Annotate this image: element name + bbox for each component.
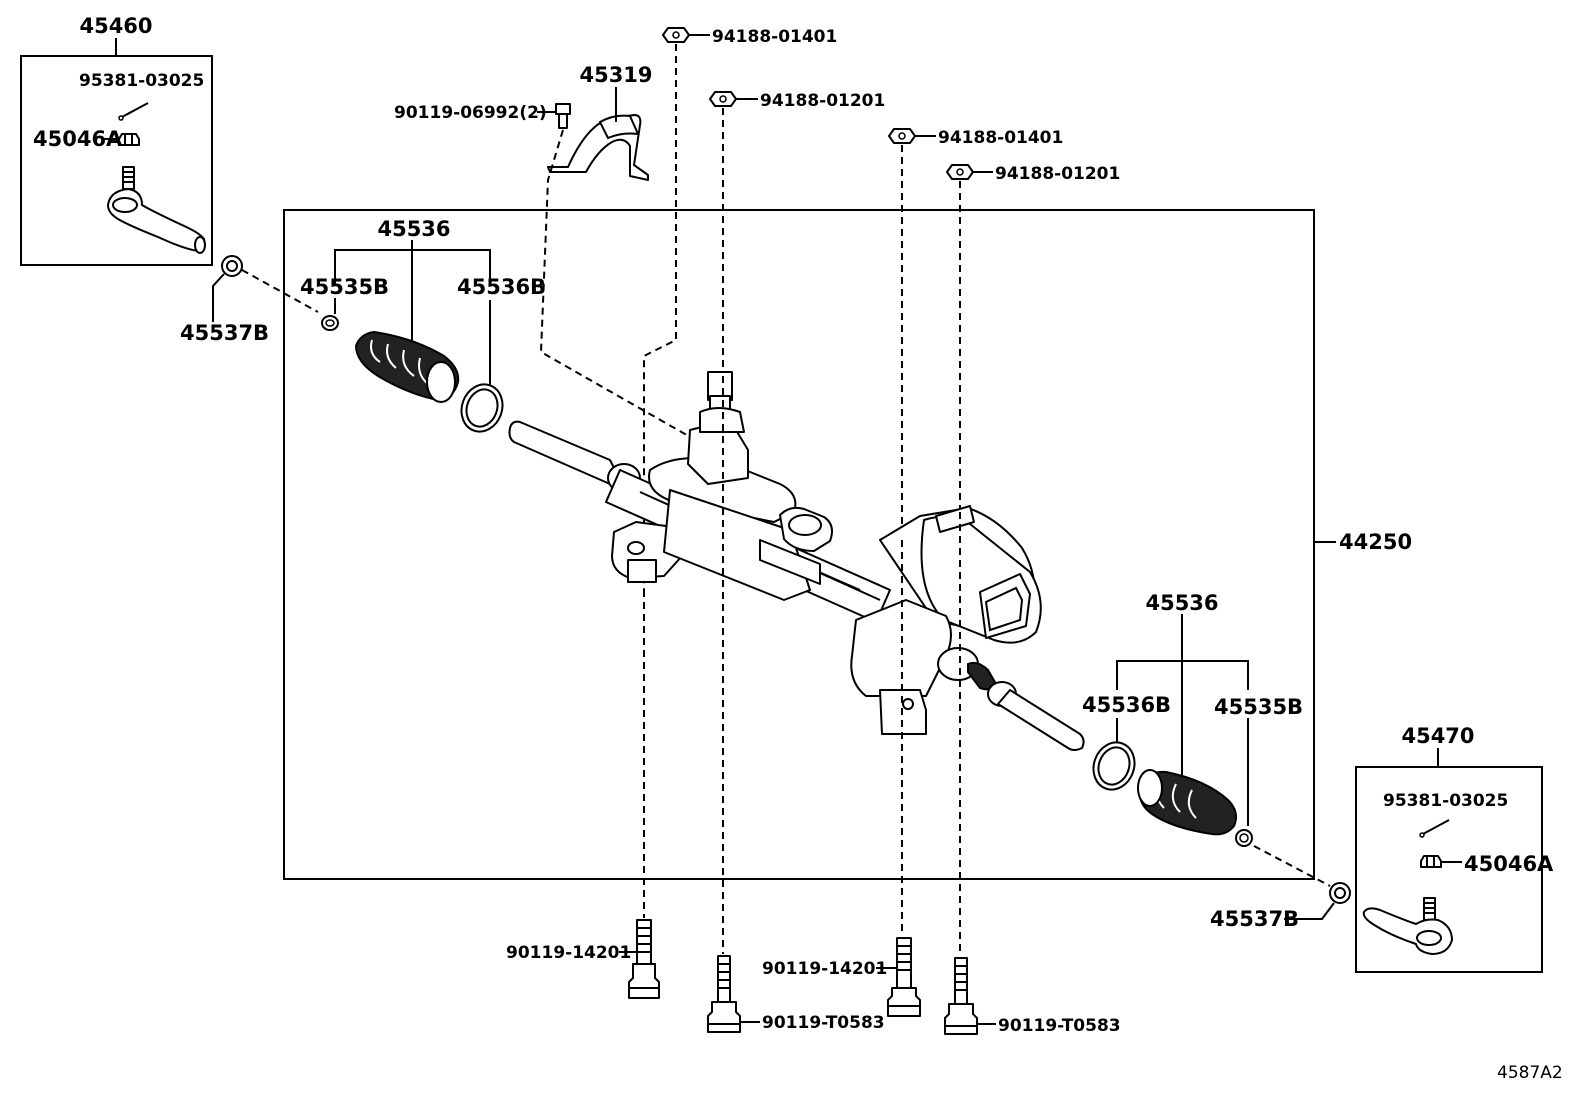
label-nut-top-4: 94188-01201 <box>995 164 1120 184</box>
label-tie-rod-end-right: 45470 <box>1401 724 1474 748</box>
bolt-bottom-3-icon <box>887 937 921 1017</box>
label-bolt-bottom-1: 90119-14201 <box>506 943 631 963</box>
label-boot-band-left: 45536B <box>457 275 546 299</box>
label-nut-top-2: 94188-01201 <box>760 91 885 111</box>
nut-top-3-icon <box>888 128 916 144</box>
label-boot-kit-left: 45536 <box>377 217 450 241</box>
dashed-bracket-to-gear <box>539 129 707 447</box>
label-bracket: 45319 <box>579 63 652 87</box>
dashed-clip-to-boot-left <box>241 269 319 313</box>
leader-clip-left <box>212 273 225 322</box>
label-boot-kit-right: 45536 <box>1145 591 1218 615</box>
bolt-bottom-2-icon <box>707 955 741 1033</box>
boot-right-icon <box>1137 769 1237 836</box>
label-nut-right: 45046A <box>1464 852 1554 876</box>
label-clip-left: 45537B <box>180 321 269 345</box>
label-boot-band-right: 45536B <box>1082 693 1171 717</box>
label-boot-clamp-right: 45535B <box>1214 695 1303 719</box>
label-cotter-pin-right: 95381-03025 <box>1383 791 1508 811</box>
castle-nut-right-icon <box>1420 855 1442 868</box>
frame-gear-assembly <box>283 209 1315 880</box>
bracket-icon <box>547 114 649 181</box>
clip-right-icon <box>1329 882 1351 904</box>
boot-clamp-right-icon <box>1235 829 1253 847</box>
boot-left-icon <box>354 330 460 403</box>
label-bolt-bottom-2: 90119-T0583 <box>762 1013 885 1033</box>
frame-tie-rod-end-right <box>1355 766 1543 973</box>
label-nut-top-1: 94188-01401 <box>712 27 837 47</box>
nut-top-2-icon <box>709 91 737 107</box>
clip-left-icon <box>221 255 243 277</box>
nut-top-1-icon <box>662 27 690 43</box>
cotter-pin-right-icon <box>1419 819 1450 838</box>
label-clip-right: 45537B <box>1210 907 1299 931</box>
tie-rod-end-left-icon <box>107 166 206 254</box>
label-boot-clamp-left: 45535B <box>300 275 389 299</box>
label-gear-assembly: 44250 <box>1339 530 1412 554</box>
steering-gear-icon <box>508 371 1085 751</box>
bracket-bolt-icon <box>555 103 571 129</box>
nut-top-4-icon <box>946 164 974 180</box>
label-nut-top-3: 94188-01401 <box>938 128 1063 148</box>
corner-code: 4587A2 <box>1497 1063 1563 1083</box>
label-cotter-pin-left: 95381-03025 <box>79 71 204 91</box>
label-nut-left: 45046A <box>33 127 123 151</box>
dashed-boot-to-clip-right <box>1253 845 1331 887</box>
label-bracket-bolt: 90119-06992(2) <box>394 103 547 123</box>
boot-band-right-icon <box>1092 741 1136 791</box>
label-tie-rod-end-left: 45460 <box>79 14 152 38</box>
label-bolt-bottom-4: 90119-T0583 <box>998 1016 1121 1036</box>
bolt-bottom-1-icon <box>628 919 660 999</box>
boot-band-left-icon <box>460 383 504 433</box>
boot-clamp-left-icon <box>321 315 339 331</box>
bolt-bottom-4-icon <box>944 957 978 1035</box>
dashed-nut-top-1 <box>643 44 677 590</box>
leader-clip-right <box>1284 902 1335 920</box>
tie-rod-end-right-icon <box>1362 897 1453 955</box>
cotter-pin-left-icon <box>118 102 149 121</box>
label-bolt-bottom-3: 90119-14201 <box>762 959 887 979</box>
